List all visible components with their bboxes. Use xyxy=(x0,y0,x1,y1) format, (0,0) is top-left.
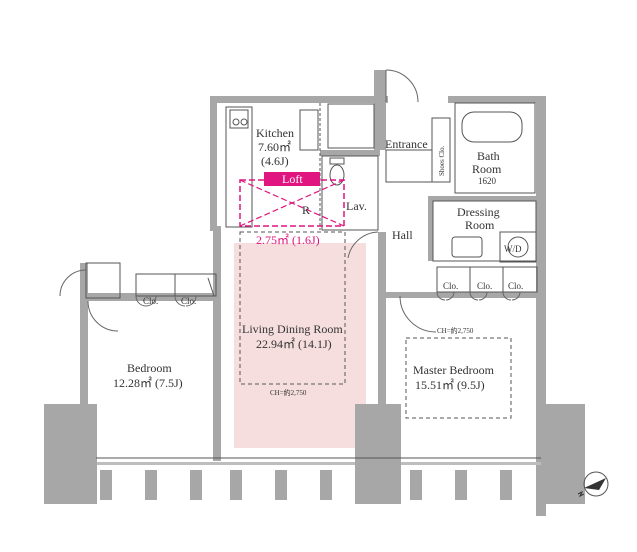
room-labels: Kitchen 7.60㎡ (4.6J) Loft R 2.75㎡ (1.6J)… xyxy=(113,126,523,397)
bedroom-closet-1: Clo. xyxy=(143,296,158,306)
kitchen-area: 7.60㎡ xyxy=(258,140,291,154)
master-ceiling: CH=約2,750 xyxy=(437,326,474,335)
loft-badge xyxy=(264,172,320,186)
walls xyxy=(44,70,585,516)
interior-lines xyxy=(85,102,541,459)
washer-name: W/D xyxy=(504,244,522,254)
entrance-name: Entrance xyxy=(385,137,428,151)
living-ceiling: CH=約2,750 xyxy=(270,388,307,397)
kitchen-jo: (4.6J) xyxy=(261,154,289,168)
loft-r: R xyxy=(302,203,310,217)
north-arrow-icon xyxy=(577,471,609,498)
bath-name-line2: Room xyxy=(472,162,502,176)
shoes-closet-name: Shoes Clo. xyxy=(438,145,446,176)
loft-area xyxy=(239,172,345,227)
master-closet-2: Clo. xyxy=(477,281,492,291)
door-swings xyxy=(59,69,521,333)
loft-name: Loft xyxy=(282,172,303,186)
lavatory-name: Lav. xyxy=(346,199,367,213)
master-closet-3: Clo. xyxy=(508,281,523,291)
living-area: 22.94㎡ (14.1J) xyxy=(256,337,332,351)
master-closet-1: Clo. xyxy=(443,281,458,291)
master-name: Master Bedroom xyxy=(413,363,495,377)
bedroom-closet-2: Clo. xyxy=(181,296,196,306)
dressing-name-line1: Dressing xyxy=(457,205,500,219)
hall-name: Hall xyxy=(392,228,413,242)
bath-size: 1620 xyxy=(478,176,497,186)
dressing-name-line2: Room xyxy=(465,218,495,232)
master-area: 15.51㎡ (9.5J) xyxy=(415,378,485,392)
living-room-tint xyxy=(234,243,366,448)
bath-name-line1: Bath xyxy=(477,149,500,163)
bedroom-area: 12.28㎡ (7.5J) xyxy=(113,376,183,390)
living-name: Living Dining Room xyxy=(242,322,343,336)
loft-area: 2.75㎡ (1.6J) xyxy=(256,233,320,247)
bedroom-name: Bedroom xyxy=(127,361,172,375)
kitchen-name: Kitchen xyxy=(256,126,294,140)
